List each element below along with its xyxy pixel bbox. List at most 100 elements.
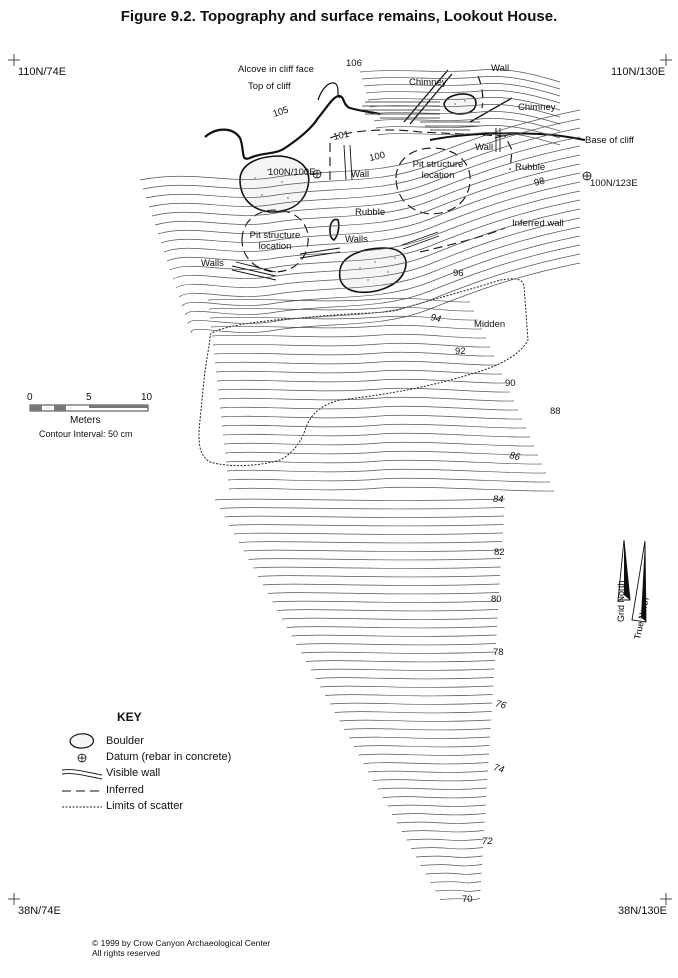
- key-item-boulder: Boulder: [106, 735, 144, 747]
- copyright-line-1: © 1999 by Crow Canyon Archaeological Cen…: [92, 938, 271, 948]
- contour-line: [221, 423, 527, 429]
- label-wall-left: Wall: [351, 169, 369, 180]
- contour-line: [358, 753, 490, 756]
- contour-line: [334, 711, 492, 714]
- contour-line: [277, 609, 499, 612]
- contour-line: [222, 432, 531, 438]
- label-wall-right: Wall: [475, 142, 493, 153]
- contour-line: [224, 450, 539, 456]
- contour-lines: [139, 69, 581, 901]
- contour-line: [160, 172, 581, 244]
- contour-line: [253, 566, 501, 569]
- contour-line: [310, 668, 495, 671]
- contour-line: [281, 617, 498, 620]
- contour-line: [359, 69, 561, 83]
- contour-line: [209, 315, 479, 321]
- label-rubble-right: Rubble: [515, 162, 545, 173]
- contour-line: [416, 855, 483, 858]
- contour-line: [320, 685, 494, 688]
- contour-label: 106: [346, 58, 362, 69]
- contour-line: [353, 745, 490, 748]
- wall-upper-right: [401, 231, 440, 250]
- contour-line: [212, 342, 491, 348]
- contour-line: [387, 804, 486, 807]
- contour-label: 96: [453, 268, 464, 279]
- chimney-line-3: [469, 97, 513, 123]
- contour-line: [217, 387, 511, 393]
- contour-label: 80: [491, 594, 502, 605]
- key-item-scatter: Limits of scatter: [106, 800, 184, 812]
- contour-label: 101: [332, 129, 350, 143]
- contour-line: [373, 118, 561, 132]
- contour-line: [377, 132, 561, 146]
- scale-unit: Meters: [70, 415, 101, 426]
- contour-label: 82: [494, 547, 505, 558]
- contour-line: [219, 507, 505, 510]
- contour-line: [214, 360, 499, 366]
- label-alcove: Alcove in cliff face: [238, 64, 314, 75]
- grid-north-label: Grid North: [616, 580, 626, 622]
- contour-line: [365, 90, 561, 104]
- contour-line: [325, 694, 493, 697]
- contour-line: [215, 369, 503, 375]
- cliff-edge: [204, 94, 381, 160]
- contour-line: [243, 549, 502, 552]
- contour-line: [363, 83, 561, 97]
- contour-line: [392, 813, 486, 816]
- contour-line: [329, 702, 493, 705]
- pit-structure-1: [241, 209, 309, 273]
- contour-line: [175, 217, 581, 289]
- contour-line: [420, 864, 483, 867]
- north-arrows: [617, 539, 647, 623]
- scatter-limits: [198, 278, 529, 467]
- feature-labels: Alcove in cliff face Top of cliff Chimne…: [201, 63, 638, 330]
- contour-line: [305, 660, 495, 663]
- contour-line: [406, 838, 484, 841]
- contour-line: [163, 181, 581, 253]
- contour-line: [291, 634, 497, 637]
- chimney-hatching: [360, 101, 480, 131]
- contour-line: [382, 796, 487, 799]
- contour-line: [401, 830, 485, 833]
- boulder-stipple: [254, 100, 466, 281]
- key-item-datum: Datum (rebar in concrete): [106, 751, 232, 763]
- label-midden: Midden: [474, 319, 505, 330]
- label-wall-top: Wall: [491, 63, 509, 74]
- contour-line: [228, 486, 555, 492]
- contour-line: [411, 847, 484, 850]
- contour-label: 88: [550, 406, 561, 417]
- contour-line: [169, 199, 581, 271]
- contour-label: 86: [508, 450, 521, 463]
- copyright-line-2: All rights reserved: [92, 948, 161, 958]
- contour-line: [148, 136, 581, 208]
- wall-left-segment: [343, 144, 353, 181]
- contour-line: [218, 396, 515, 402]
- label-chimney-2: Chimney: [518, 102, 556, 113]
- contour-line: [139, 109, 581, 181]
- contour-labels: 106 105 101 100 98 96 94 92 90 88 86 84 …: [272, 58, 561, 905]
- contour-line: [430, 881, 482, 884]
- contour-label: 92: [455, 346, 466, 357]
- contour-line: [301, 651, 496, 654]
- contour-line: [372, 779, 488, 782]
- contour-line: [344, 728, 491, 731]
- contour-line: [219, 405, 519, 411]
- copyright: © 1999 by Crow Canyon Archaeological Cen…: [92, 938, 270, 958]
- contour-line: [151, 145, 581, 217]
- top-of-cliff-line: [317, 82, 341, 101]
- contour-line: [375, 125, 561, 139]
- contour-line: [267, 592, 500, 595]
- contour-line: [214, 498, 506, 501]
- boulder-small: [329, 218, 340, 241]
- contour-interval: Contour Interval: 50 cm: [39, 429, 133, 439]
- contour-line: [207, 297, 471, 303]
- datum-100n-123e: [582, 171, 592, 181]
- wall-lower-left: [231, 261, 277, 281]
- corner-label-top-right: 110N/130E: [611, 66, 666, 78]
- key-item-inferred: Inferred: [106, 784, 144, 796]
- label-base-of-cliff: Base of cliff: [585, 135, 634, 146]
- contour-line: [361, 76, 561, 90]
